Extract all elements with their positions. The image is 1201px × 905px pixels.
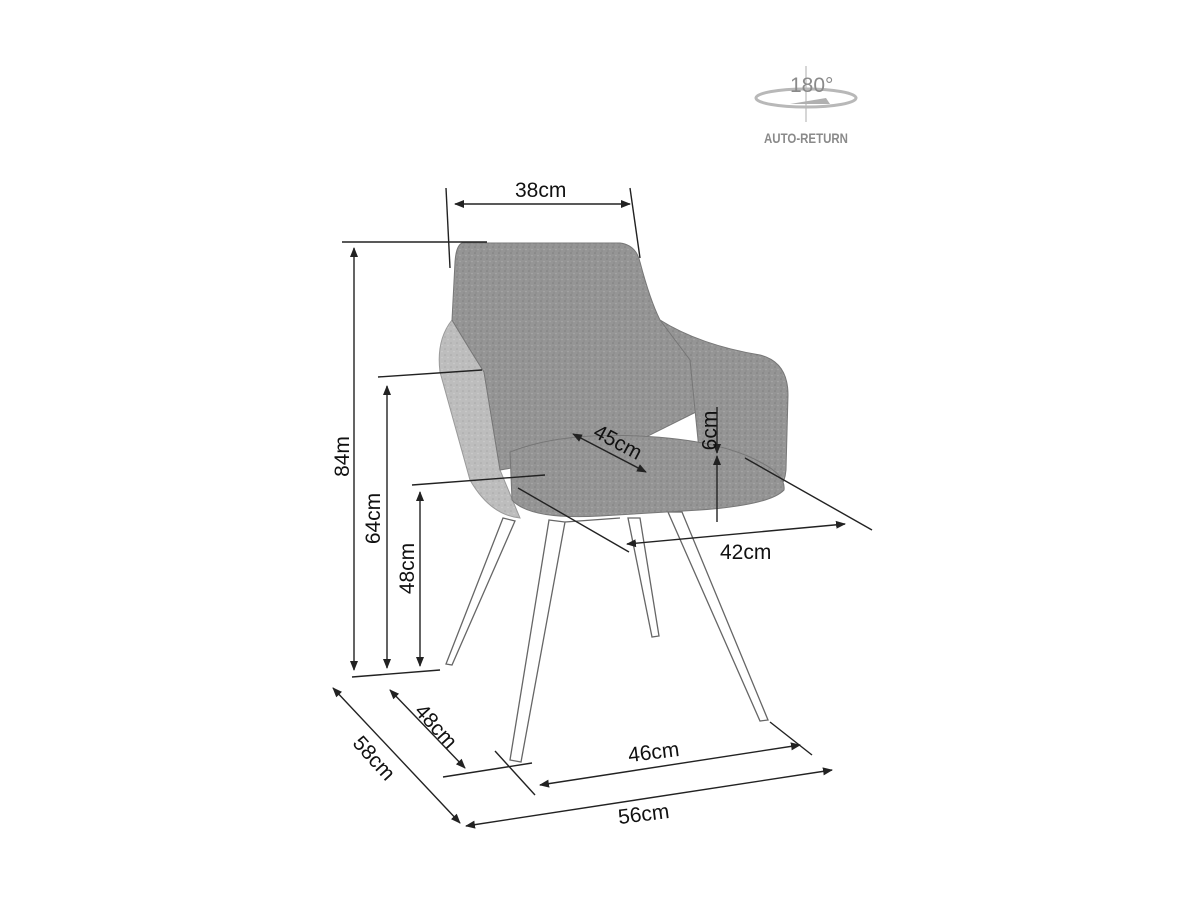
dim-backrest-width: 38cm (515, 179, 567, 202)
chair-legs (445, 511, 769, 763)
dim-seat-width: 42cm (720, 541, 772, 564)
rotation-degrees: 180° (790, 74, 834, 97)
dim-seat-height: 48cm (396, 542, 420, 595)
auto-return-label: AUTO-RETURN (764, 130, 848, 146)
dim-armrest-height: 64cm (362, 492, 386, 545)
dimension-lines (332, 187, 873, 829)
dim-total-height: 84m (330, 436, 354, 477)
rotation-arrow-icon (754, 66, 858, 122)
dim-armrest-above-seat: 6cm (698, 410, 722, 451)
